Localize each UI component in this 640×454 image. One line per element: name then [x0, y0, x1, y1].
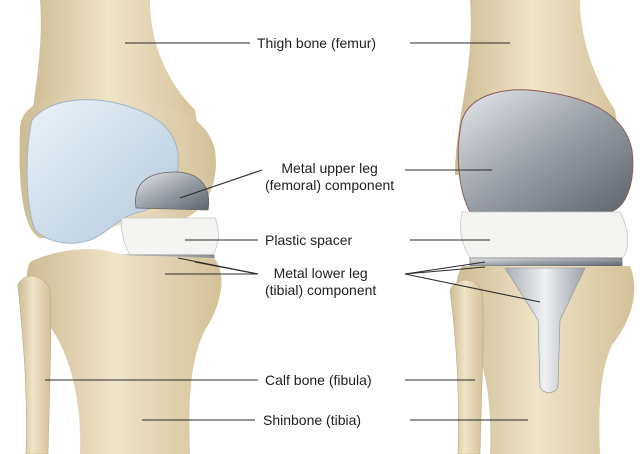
label-tibial-line2: (tibial) component: [265, 282, 376, 299]
right-plastic-spacer: [460, 212, 627, 258]
label-femoral-component: Metal upper leg (femoral) component: [262, 160, 397, 194]
right-fibula: [450, 280, 483, 454]
left-plastic-spacer: [121, 218, 218, 255]
right-tibial-tray: [470, 258, 622, 266]
label-femur: Thigh bone (femur): [254, 35, 379, 52]
label-tibial-component: Metal lower leg (tibial) component: [262, 265, 379, 299]
label-fibula: Calf bone (fibula): [262, 372, 375, 389]
left-fibula: [18, 276, 51, 454]
label-femoral-line1: Metal upper leg: [265, 160, 394, 177]
label-tibia: Shinbone (tibia): [260, 412, 364, 429]
label-tibial-line1: Metal lower leg: [265, 265, 376, 282]
left-knee: [18, 0, 221, 454]
left-tibia: [27, 249, 222, 454]
right-knee: [450, 0, 634, 454]
label-plastic-spacer: Plastic spacer: [262, 232, 355, 249]
label-femoral-line2: (femoral) component: [265, 177, 394, 194]
